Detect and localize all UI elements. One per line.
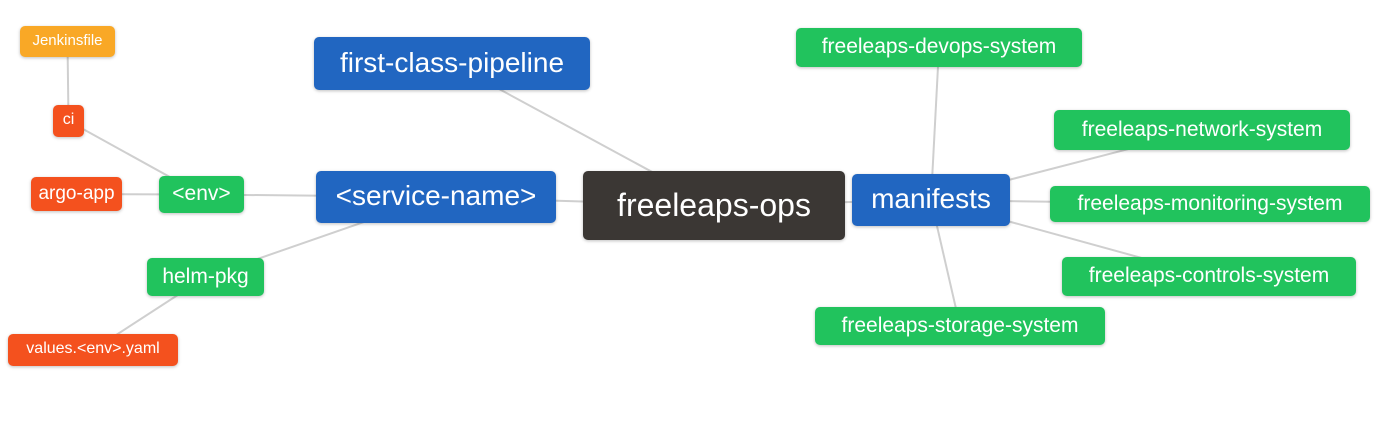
node-jenkinsfile[interactable]: Jenkinsfile bbox=[20, 26, 115, 57]
node-label: ci bbox=[62, 111, 75, 128]
node-freeleaps-devops-system[interactable]: freeleaps-devops-system bbox=[796, 28, 1082, 67]
node-freeleaps-ops[interactable]: freeleaps-ops bbox=[583, 171, 845, 240]
node-helm-pkg[interactable]: helm-pkg bbox=[147, 258, 264, 296]
node-label: values.<env>.yaml bbox=[26, 340, 160, 357]
node-label: freeleaps-devops-system bbox=[821, 35, 1057, 58]
node-label: helm-pkg bbox=[162, 264, 249, 288]
node-manifests[interactable]: manifests bbox=[852, 174, 1010, 226]
node-freeleaps-monitoring-system[interactable]: freeleaps-monitoring-system bbox=[1050, 186, 1370, 222]
node-label: freeleaps-storage-system bbox=[841, 313, 1079, 337]
node-label: <env> bbox=[172, 182, 231, 205]
node-label: freeleaps-monitoring-system bbox=[1077, 191, 1343, 215]
node-freeleaps-network-system[interactable]: freeleaps-network-system bbox=[1054, 110, 1350, 150]
node-label: freeleaps-ops bbox=[617, 186, 811, 223]
node-service-name[interactable]: <service-name> bbox=[316, 171, 556, 223]
node-label: first-class-pipeline bbox=[339, 46, 565, 78]
node-label: <service-name> bbox=[335, 180, 537, 211]
node-label: Jenkinsfile bbox=[32, 32, 103, 49]
node-env[interactable]: <env> bbox=[159, 176, 244, 213]
node-ci[interactable]: ci bbox=[53, 105, 84, 137]
node-first-class-pipeline[interactable]: first-class-pipeline bbox=[314, 37, 590, 90]
node-values-env-yaml[interactable]: values.<env>.yaml bbox=[8, 334, 178, 366]
node-argo-app[interactable]: argo-app bbox=[31, 177, 122, 211]
node-label: freeleaps-controls-system bbox=[1088, 264, 1330, 287]
node-freeleaps-storage-system[interactable]: freeleaps-storage-system bbox=[815, 307, 1105, 345]
node-label: manifests bbox=[871, 183, 991, 214]
node-label: freeleaps-network-system bbox=[1081, 117, 1323, 141]
node-freeleaps-controls-system[interactable]: freeleaps-controls-system bbox=[1062, 257, 1356, 296]
node-label: argo-app bbox=[38, 182, 115, 204]
